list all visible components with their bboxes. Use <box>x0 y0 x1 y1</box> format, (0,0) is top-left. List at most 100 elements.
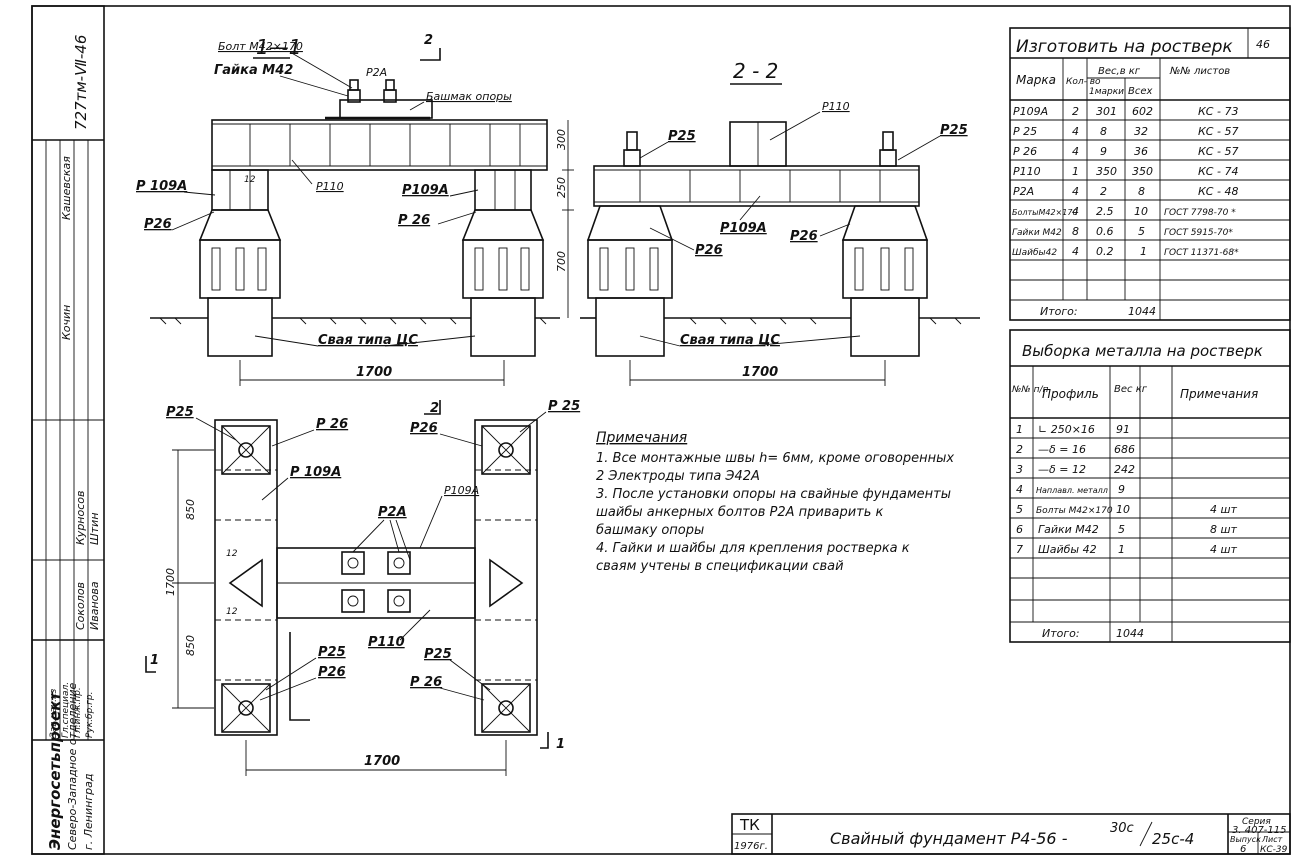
title-block: ТК 1976г. Свайный фундамент Р4-56 - 30с … <box>731 813 1291 855</box>
plan-p109a-left <box>214 419 278 736</box>
svg-text:10: 10 <box>1134 205 1148 218</box>
dim-12-a: 12 <box>226 549 238 559</box>
spec-total: 1044 <box>1128 305 1156 318</box>
label-pile-2-2: Свая типа ЦС <box>680 333 780 348</box>
pile-2-2-right <box>850 297 920 357</box>
svg-text:∟ 250×16: ∟ 250×16 <box>1038 423 1095 436</box>
plan-label-p26-br: Р 26 <box>410 675 442 690</box>
beam-p110 <box>211 119 548 171</box>
svg-text:10: 10 <box>1116 503 1130 516</box>
dim-850-bot: 850 <box>184 635 197 656</box>
svg-text:602: 602 <box>1132 105 1153 118</box>
side-stamp: 727тм-Ⅶ-46 Кашевская Кочин Курносов Штин… <box>31 5 105 855</box>
series-value: 3. 407-115 <box>1232 825 1287 836</box>
svg-text:4: 4 <box>1072 205 1079 218</box>
svg-text:ГОСТ 5915-70*: ГОСТ 5915-70* <box>1164 228 1233 238</box>
svg-text:91: 91 <box>1116 423 1130 436</box>
svg-text:4 шт: 4 шт <box>1210 543 1238 556</box>
svg-text:4: 4 <box>1072 245 1079 258</box>
dim-1700-v: 1700 <box>164 568 177 596</box>
note-4-cont: сваям учтены в спецификации свай <box>596 559 844 574</box>
spec-hdr-qty: Кол- во <box>1066 77 1101 87</box>
metal-total-label: Итого: <box>1042 627 1080 640</box>
label-bolt: Болт М42×170 <box>218 40 303 53</box>
note-1: 1. Все монтажные швы h= 6мм, кроме огово… <box>596 451 954 466</box>
section-1-1-arrow-label: 2 <box>424 33 433 48</box>
span-dim-1-1: 1700 <box>356 365 392 380</box>
metal-hdr-profile: Профиль <box>1042 387 1099 401</box>
metal-row: 1∟ 250×16 91 <box>1010 423 1290 439</box>
svg-text:0.6: 0.6 <box>1096 225 1114 238</box>
svg-text:ГОСТ 11371-68*: ГОСТ 11371-68* <box>1164 248 1239 258</box>
note-3-cont: шайбы анкерных болтов Р2А приварить к <box>596 505 884 520</box>
label-p109a-2-2: Р109А <box>720 221 767 236</box>
plan-label-p25-tl: Р25 <box>166 405 194 420</box>
svg-text:6: 6 <box>1016 523 1023 536</box>
svg-text:7: 7 <box>1016 543 1023 556</box>
label-p26-right: Р 26 <box>398 213 430 228</box>
label-p109a-left: Р 109А <box>136 179 187 194</box>
notes-title: Примечания <box>596 430 687 446</box>
dim-12-b: 12 <box>226 607 238 617</box>
spec-table: Изготовить на ростверк 46 Марка Кол- во … <box>1009 27 1291 321</box>
role-1: Зав.нач.кз <box>49 689 59 738</box>
svg-text:1: 1 <box>1072 165 1079 178</box>
metal-hdr-no: №№ п/п <box>1011 385 1048 395</box>
series-label: Серия <box>1242 817 1271 827</box>
svg-text:4 шт: 4 шт <box>1210 503 1238 516</box>
spec-hdr-all: Всех <box>1128 86 1153 97</box>
metal-title: Выборка металла на ростверк <box>1022 342 1263 360</box>
dim-1700-h: 1700 <box>364 754 400 769</box>
svg-text:5: 5 <box>1118 523 1125 536</box>
svg-text:4: 4 <box>1072 125 1079 138</box>
label-p25-right-2-2: Р25 <box>940 123 968 138</box>
metal-hdr-note: Примечания <box>1180 387 1258 401</box>
role-4: Рук.бр.гр. <box>85 692 95 738</box>
signer-5: Соколов <box>74 582 87 630</box>
label-p26-left: Р26 <box>144 217 172 232</box>
label-p2a-1-1: Р2А <box>366 66 387 79</box>
svg-text:Р 26: Р 26 <box>1013 145 1037 158</box>
signer-4: Штин <box>88 512 101 545</box>
role-2: Гл.специал. <box>61 682 71 738</box>
svg-text:1: 1 <box>1118 543 1125 556</box>
svg-text:Р 25: Р 25 <box>1013 125 1037 138</box>
dim-12-1-1: 12 <box>244 175 256 185</box>
spec-hdr-mark: Марка <box>1016 73 1056 87</box>
svg-text:КС - 57: КС - 57 <box>1198 145 1238 158</box>
svg-text:36: 36 <box>1134 145 1148 158</box>
sheet-value: КС-39 <box>1260 845 1288 855</box>
spec-sheet-no: 46 <box>1256 38 1270 51</box>
plan-label-p109a-right: Р109А <box>444 484 479 497</box>
tk-label: ТК <box>739 816 760 834</box>
plan-label-p25-bl: Р25 <box>318 645 346 660</box>
plan-label-p25-tr: Р 25 <box>548 399 580 414</box>
section-2-2-title: 2 - 2 <box>733 59 778 83</box>
svg-text:КС - 57: КС - 57 <box>1198 125 1238 138</box>
svg-text:2: 2 <box>1072 105 1079 118</box>
label-pile-1-1: Свая типа ЦС <box>318 333 418 348</box>
svg-text:Р110: Р110 <box>1013 165 1041 178</box>
svg-text:Шайбы42: Шайбы42 <box>1012 248 1057 258</box>
plan-label-p26-bl: Р26 <box>318 665 346 680</box>
plan-label-p109a-left: Р 109А <box>290 465 341 480</box>
title-frac-bot: 25с-4 <box>1152 830 1194 848</box>
sheet-label: Лист <box>1261 835 1283 844</box>
svg-text:2.5: 2.5 <box>1096 205 1114 218</box>
signer-2: Кочин <box>60 305 73 340</box>
plan-label-p110: Р110 <box>368 635 405 650</box>
label-p26-left-2-2: Р26 <box>695 243 723 258</box>
plan-label-p2a: Р2А <box>378 505 407 520</box>
label-p26-right-2-2: Р26 <box>790 229 818 244</box>
pile-left <box>207 297 273 357</box>
svg-text:Болты М42×170: Болты М42×170 <box>1036 506 1113 516</box>
plan-label-p25-br: Р25 <box>424 647 452 662</box>
cut-1-right: 1 <box>556 737 565 752</box>
